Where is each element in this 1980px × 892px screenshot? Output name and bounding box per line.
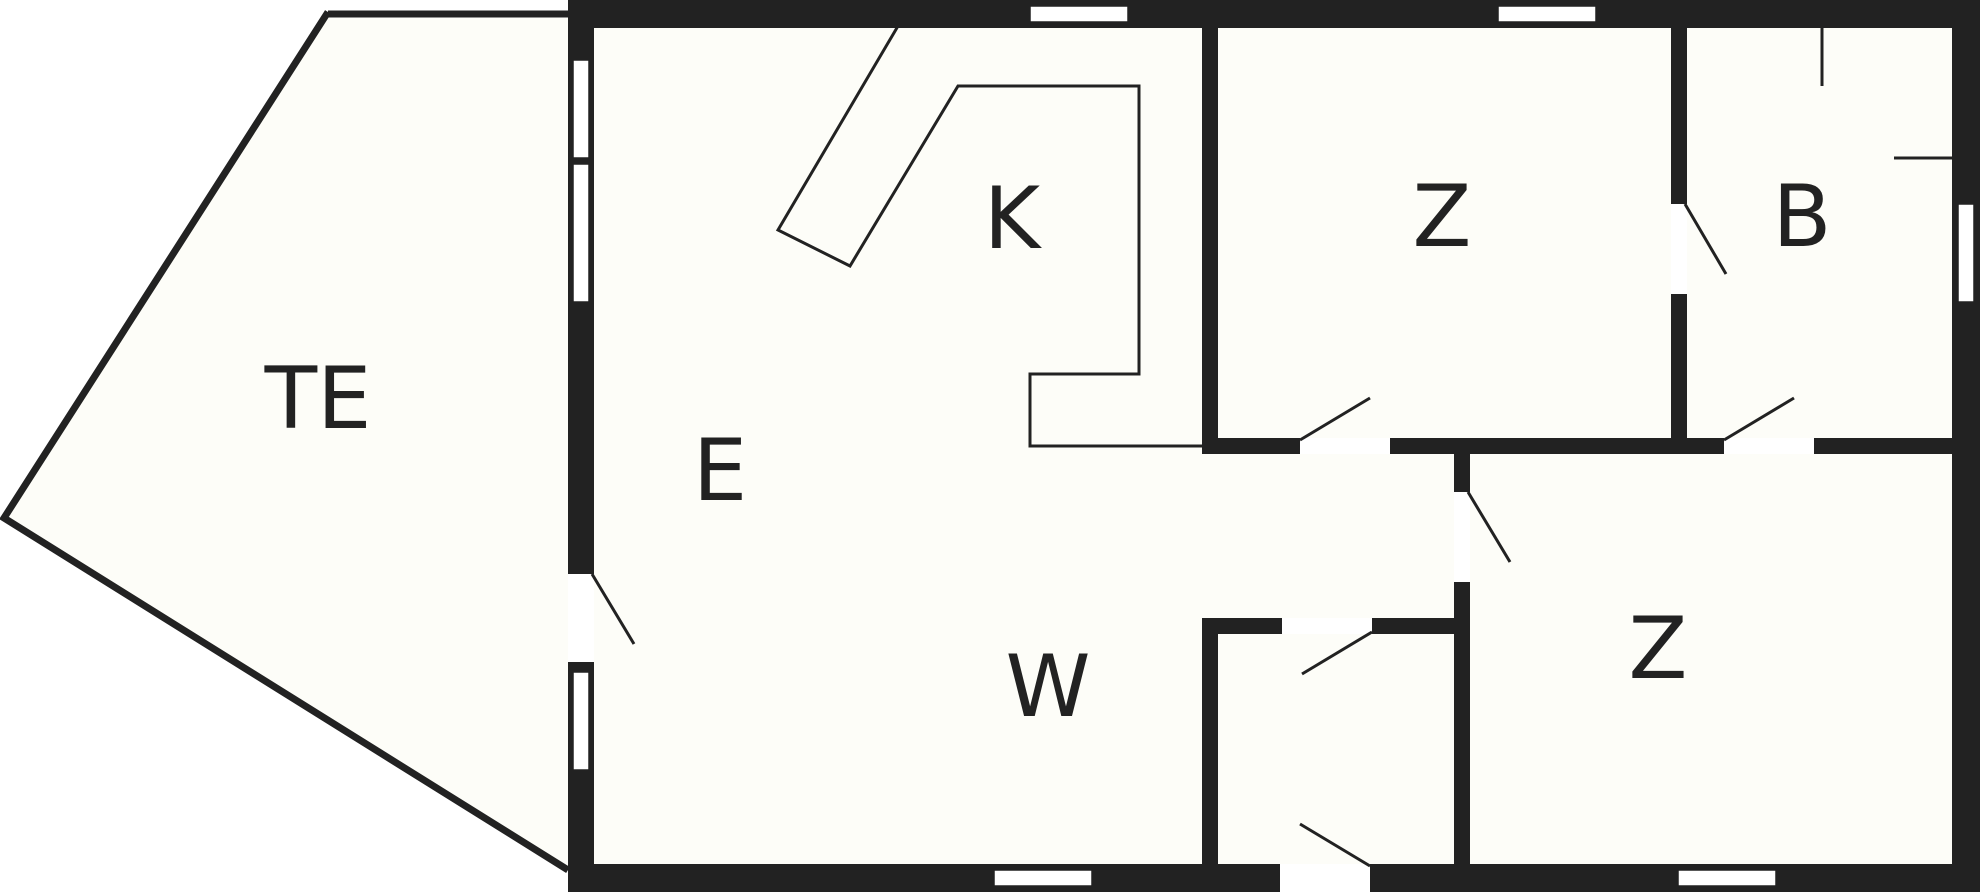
terrace-edge (0, 10, 570, 873)
doorway-wc (1282, 618, 1372, 634)
door-bath-side (1683, 203, 1728, 275)
wall-wc-left (1202, 618, 1218, 884)
room-label-bathroom: B (1773, 167, 1832, 267)
room-label-entrance: E (693, 421, 747, 521)
wall-kitchen-bedroom (1202, 14, 1218, 454)
window-top-1 (1029, 5, 1129, 23)
window-bottom-2 (1677, 869, 1777, 887)
door-bathroom (1723, 396, 1795, 442)
terrace-floor (6, 18, 568, 868)
window-left-1 (572, 59, 590, 159)
window-bottom-1 (993, 869, 1093, 887)
window-right (1957, 203, 1975, 303)
door-front (1299, 822, 1371, 868)
openings (572, 5, 1975, 887)
doorway-bathroom (1724, 438, 1814, 454)
room-label-kitchen: K (984, 169, 1043, 269)
room-label-bedroom-north: Z (1413, 167, 1472, 267)
doorway-bedroom-south (1454, 492, 1470, 582)
window-top-2 (1497, 5, 1597, 23)
room-labels: TE E K W Z B Z (264, 167, 1832, 737)
door-terrace (590, 573, 636, 645)
room-label-living: W (1005, 637, 1090, 737)
doorways (568, 204, 1814, 892)
doorway-bedroom-north (1300, 438, 1390, 454)
window-left-2 (572, 163, 590, 303)
door-wc (1301, 630, 1373, 676)
door-swings (590, 26, 1954, 868)
room-label-terrace: TE (264, 349, 372, 449)
doorway-terrace (568, 574, 594, 662)
window-left-3 (572, 671, 590, 771)
counter-outer (775, 25, 1202, 448)
room-label-bedroom-south: Z (1629, 599, 1688, 699)
wall-top (580, 0, 1980, 28)
doorway-front (1280, 864, 1370, 892)
doorway-bath-side (1671, 204, 1687, 294)
kitchen-counters (775, 25, 1202, 448)
terrace-outline (0, 10, 580, 873)
door-bedroom-north (1299, 396, 1371, 442)
door-bedroom-south (1466, 491, 1512, 563)
